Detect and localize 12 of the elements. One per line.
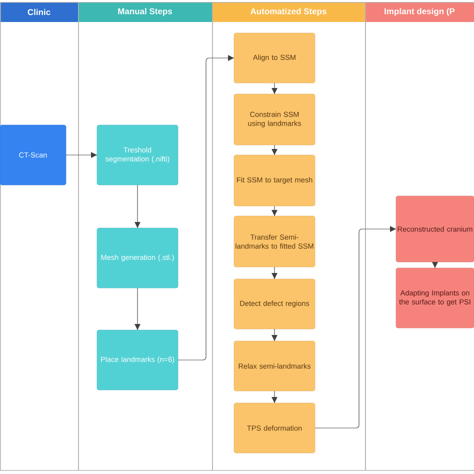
arrow [272,206,278,216]
arrow [272,266,278,280]
arrow [178,55,234,360]
arrow [272,328,278,342]
arrow [134,288,140,330]
arrow [272,144,278,156]
arrow [432,262,438,268]
arrow [272,82,278,94]
arrow [134,184,140,228]
arrow [314,226,396,428]
arrow [66,152,98,158]
arrow [272,390,278,404]
